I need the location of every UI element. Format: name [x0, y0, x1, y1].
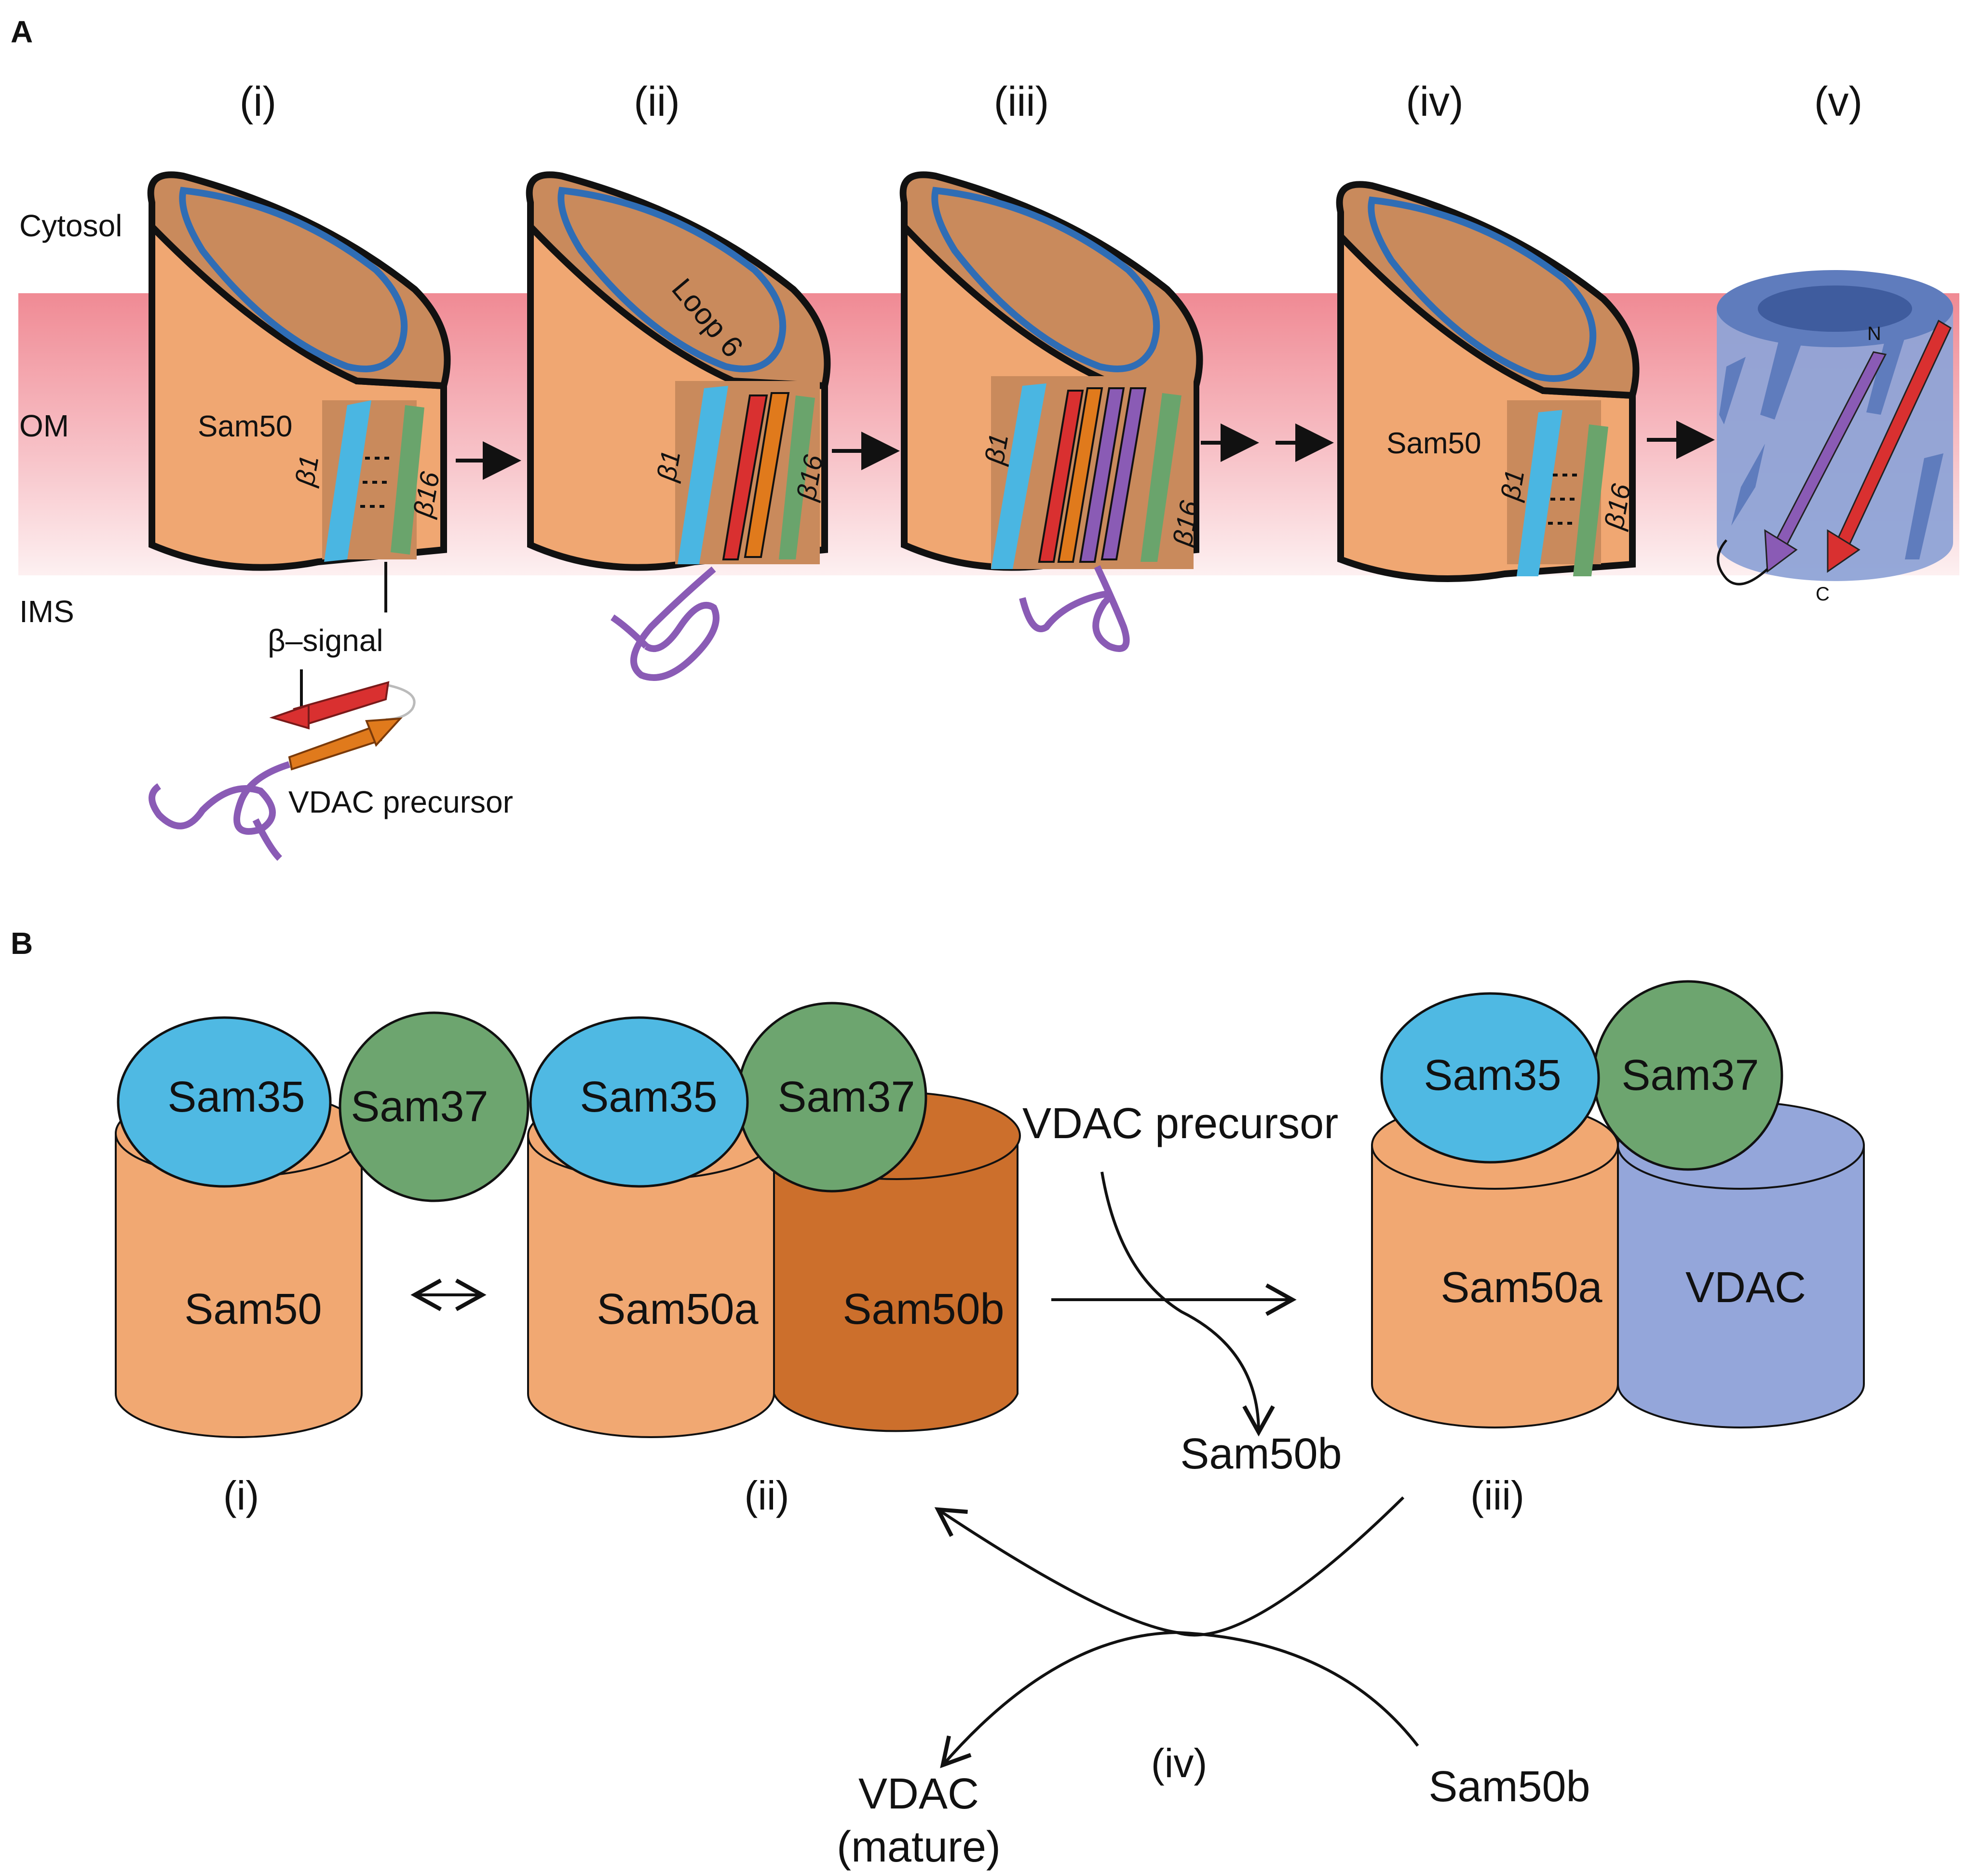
- sam50-barrel-i: [147, 171, 451, 571]
- complex-b-i: [115, 1011, 530, 1438]
- ims-label: IMS: [19, 594, 74, 629]
- vdac-mature-line2: (mature): [837, 1823, 1001, 1871]
- sam50-label-b-i: Sam50: [184, 1285, 322, 1333]
- sam37-disc-i: [339, 1011, 530, 1202]
- step-b-iii: (iii): [1470, 1473, 1524, 1518]
- sam50a-label-iii: Sam50a: [1440, 1264, 1602, 1312]
- sam35-label-iii: Sam35: [1424, 1051, 1561, 1100]
- precursor-chain-ii: [630, 566, 720, 681]
- sam35-label-ii: Sam35: [580, 1073, 717, 1121]
- step-a-v: (v): [1814, 79, 1862, 125]
- step-b-iv: (iv): [1151, 1740, 1208, 1786]
- precursor-hairpin: [385, 683, 416, 721]
- step-b-i: (i): [223, 1473, 259, 1518]
- sam37-label-i: Sam37: [351, 1083, 488, 1131]
- n-terminus-label: N: [1867, 323, 1881, 344]
- c-terminus-label: C: [1816, 584, 1830, 605]
- cytosol-label: Cytosol: [19, 208, 122, 243]
- sam50-barrel-iii: [899, 171, 1203, 571]
- sam37-label-iii: Sam37: [1621, 1051, 1759, 1100]
- panel-b-letter: B: [11, 926, 33, 961]
- mature-release-arrow: [940, 1631, 1419, 1768]
- sam35-disc-ii: [529, 1016, 749, 1188]
- step-a-iv: (iv): [1406, 79, 1463, 125]
- beta-signal-label: β–signal: [268, 623, 383, 658]
- sam50b-released-label: Sam50b: [1180, 1430, 1342, 1478]
- sam35-disc-iii: [1380, 992, 1600, 1164]
- vdac-precursor-label-b: VDAC precursor: [1022, 1100, 1338, 1148]
- sam35-label-i: Sam35: [167, 1073, 305, 1121]
- vdac-mature-line1: VDAC: [858, 1770, 979, 1818]
- step-b-ii: (ii): [744, 1473, 789, 1518]
- precursor-orange-strand: [288, 724, 382, 771]
- step-a-iii: (iii): [994, 79, 1049, 125]
- om-label: OM: [19, 408, 69, 443]
- precursor-unfolded-chain: [149, 761, 291, 835]
- precursor-orange-arrowhead: [365, 717, 403, 747]
- step-a-ii: (ii): [634, 79, 680, 125]
- sam50-barrel-ii: [526, 171, 831, 571]
- panel-a-letter: A: [11, 14, 33, 49]
- sam50a-label-ii: Sam50a: [597, 1285, 759, 1333]
- sam50-barrel-iv: [1336, 181, 1640, 582]
- b1-label-i: β1: [289, 453, 324, 489]
- sam50b-label-ii: Sam50b: [842, 1285, 1004, 1333]
- complex-b-ii: [527, 1002, 1021, 1438]
- sam35-disc-i: [117, 1016, 332, 1188]
- recycle-arrow-to-ii: [934, 1496, 1405, 1637]
- sam50-label-iv: Sam50: [1386, 427, 1481, 460]
- vdac-barrel-v: [1717, 270, 1953, 585]
- sam37-label-ii: Sam37: [777, 1073, 915, 1121]
- b1-label-ii: β1: [651, 448, 686, 484]
- sam50b-release-arrow: [1100, 1171, 1275, 1437]
- precursor-red-arrowhead: [269, 704, 310, 730]
- complex-b-iii: [1371, 980, 1865, 1428]
- sam50b-incoming-label: Sam50b: [1428, 1763, 1590, 1811]
- precursor-chain-ii-tail: [611, 614, 649, 649]
- vdac-label-iii: VDAC: [1685, 1264, 1806, 1312]
- vdac-precursor-label-a: VDAC precursor: [288, 785, 513, 819]
- precursor-tail: [252, 818, 283, 861]
- precursor-chain-iii: [1019, 565, 1130, 652]
- sam50-label-i: Sam50: [198, 410, 292, 443]
- step-a-i: (i): [240, 79, 276, 125]
- b1-label-iii: β1: [978, 431, 1014, 467]
- b1-label-iv: β1: [1494, 467, 1530, 503]
